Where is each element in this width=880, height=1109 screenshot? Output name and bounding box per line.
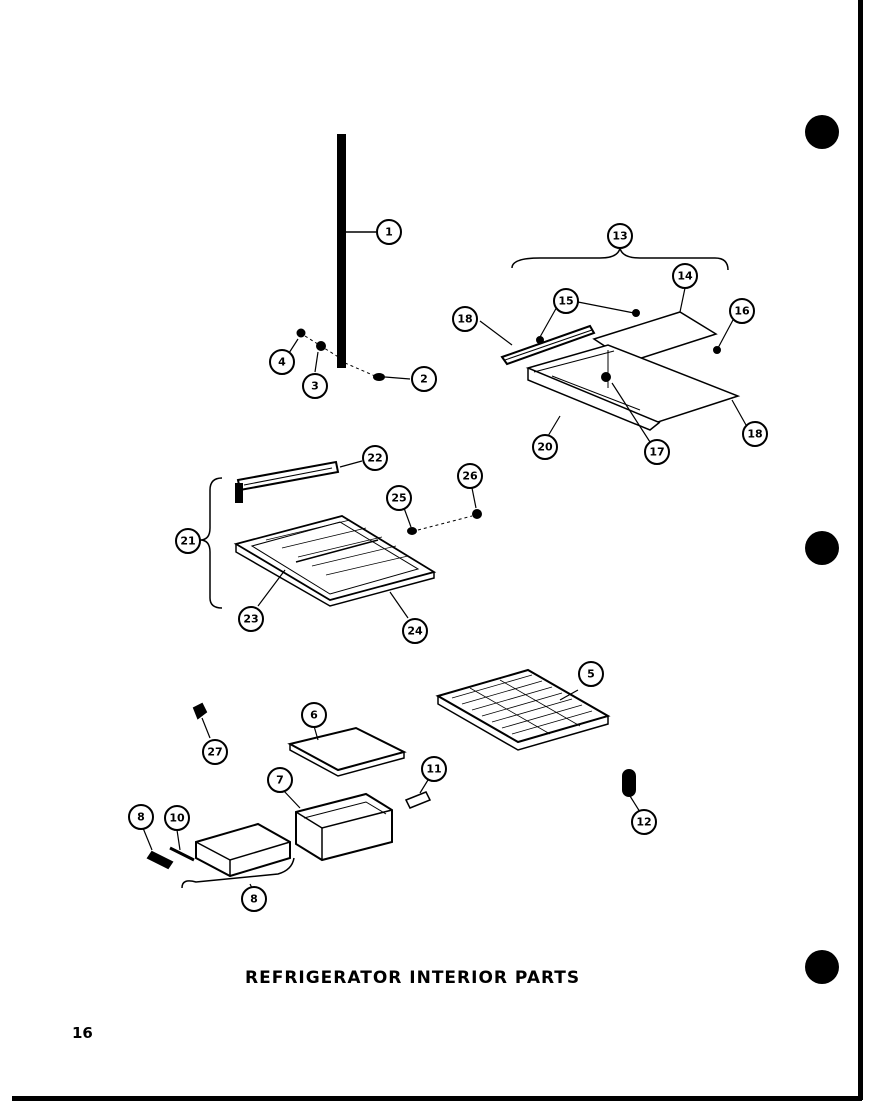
svg-text:10: 10 (169, 812, 185, 825)
callout-8-bottom: 8 (241, 886, 267, 912)
svg-text:2: 2 (420, 373, 428, 386)
svg-text:22: 22 (367, 452, 382, 465)
callout-17: 17 (644, 439, 670, 465)
svg-text:23: 23 (243, 613, 258, 626)
svg-text:26: 26 (462, 470, 478, 483)
svg-text:20: 20 (537, 441, 553, 454)
svg-text:14: 14 (677, 270, 693, 283)
svg-text:4: 4 (278, 356, 286, 369)
callout-27: 27 (202, 739, 228, 765)
callout-2: 2 (411, 366, 437, 392)
svg-text:21: 21 (180, 535, 195, 548)
callout-10: 10 (164, 805, 190, 831)
callout-16: 16 (729, 298, 755, 324)
svg-text:16: 16 (734, 305, 750, 318)
rail-hardware (288, 328, 411, 381)
svg-text:6: 6 (310, 709, 318, 722)
page-frame-bottom (12, 1096, 862, 1101)
callout-6: 6 (301, 702, 327, 728)
svg-text:5: 5 (587, 668, 595, 681)
callout-22: 22 (362, 445, 388, 471)
meat-pan-assembly (142, 822, 295, 889)
svg-text:24: 24 (407, 625, 423, 638)
svg-text:1: 1 (385, 226, 393, 239)
callout-21: 21 (175, 528, 201, 554)
page-title: REFRIGERATOR INTERIOR PARTS (245, 968, 581, 988)
crisper-cover (287, 725, 407, 777)
svg-text:25: 25 (391, 492, 406, 505)
callout-24: 24 (402, 618, 428, 644)
callout-18-left: 18 (452, 306, 478, 332)
callout-12: 12 (631, 809, 657, 835)
svg-text:7: 7 (276, 774, 284, 787)
binder-hole-bottom (805, 950, 839, 984)
glass-shelf-assembly (199, 460, 482, 619)
callout-15: 15 (553, 288, 579, 314)
shelf-assembly-13 (479, 247, 747, 443)
wire-shelf (435, 668, 611, 751)
svg-text:12: 12 (636, 816, 651, 829)
callout-8-top: 8 (128, 804, 154, 830)
svg-text:8: 8 (250, 893, 258, 906)
callout-1: 1 (376, 219, 402, 245)
callout-labels: 1 2 3 4 5 6 7 8 10 11 12 13 14 15 16 17 … (128, 219, 768, 912)
shelf-support-rail (337, 134, 376, 368)
light-bulb-part (622, 769, 641, 813)
callout-23: 23 (238, 606, 264, 632)
callout-25: 25 (386, 485, 412, 511)
retainer-clip (192, 702, 211, 739)
callout-4: 4 (269, 349, 295, 375)
callout-11: 11 (421, 756, 447, 782)
page-frame-right (858, 0, 863, 1100)
callout-20: 20 (532, 434, 558, 460)
svg-text:27: 27 (207, 746, 222, 759)
svg-text:11: 11 (426, 763, 441, 776)
callout-13: 13 (607, 223, 633, 249)
binder-hole-middle (805, 531, 839, 565)
callout-5: 5 (578, 661, 604, 687)
svg-text:17: 17 (649, 446, 664, 459)
svg-text:15: 15 (558, 295, 573, 308)
page-number: 16 (72, 1024, 93, 1042)
callout-26: 26 (457, 463, 483, 489)
callout-7: 7 (267, 767, 293, 793)
callout-18-right: 18 (742, 421, 768, 447)
binder-hole-top (805, 115, 839, 149)
svg-text:8: 8 (137, 811, 145, 824)
svg-text:18: 18 (747, 428, 762, 441)
svg-text:13: 13 (612, 230, 627, 243)
callout-14: 14 (672, 263, 698, 289)
svg-text:3: 3 (311, 380, 319, 393)
drawer-pin (404, 779, 432, 809)
svg-text:18: 18 (457, 313, 472, 326)
crisper-drawer (282, 789, 393, 862)
callout-3: 3 (302, 373, 328, 399)
